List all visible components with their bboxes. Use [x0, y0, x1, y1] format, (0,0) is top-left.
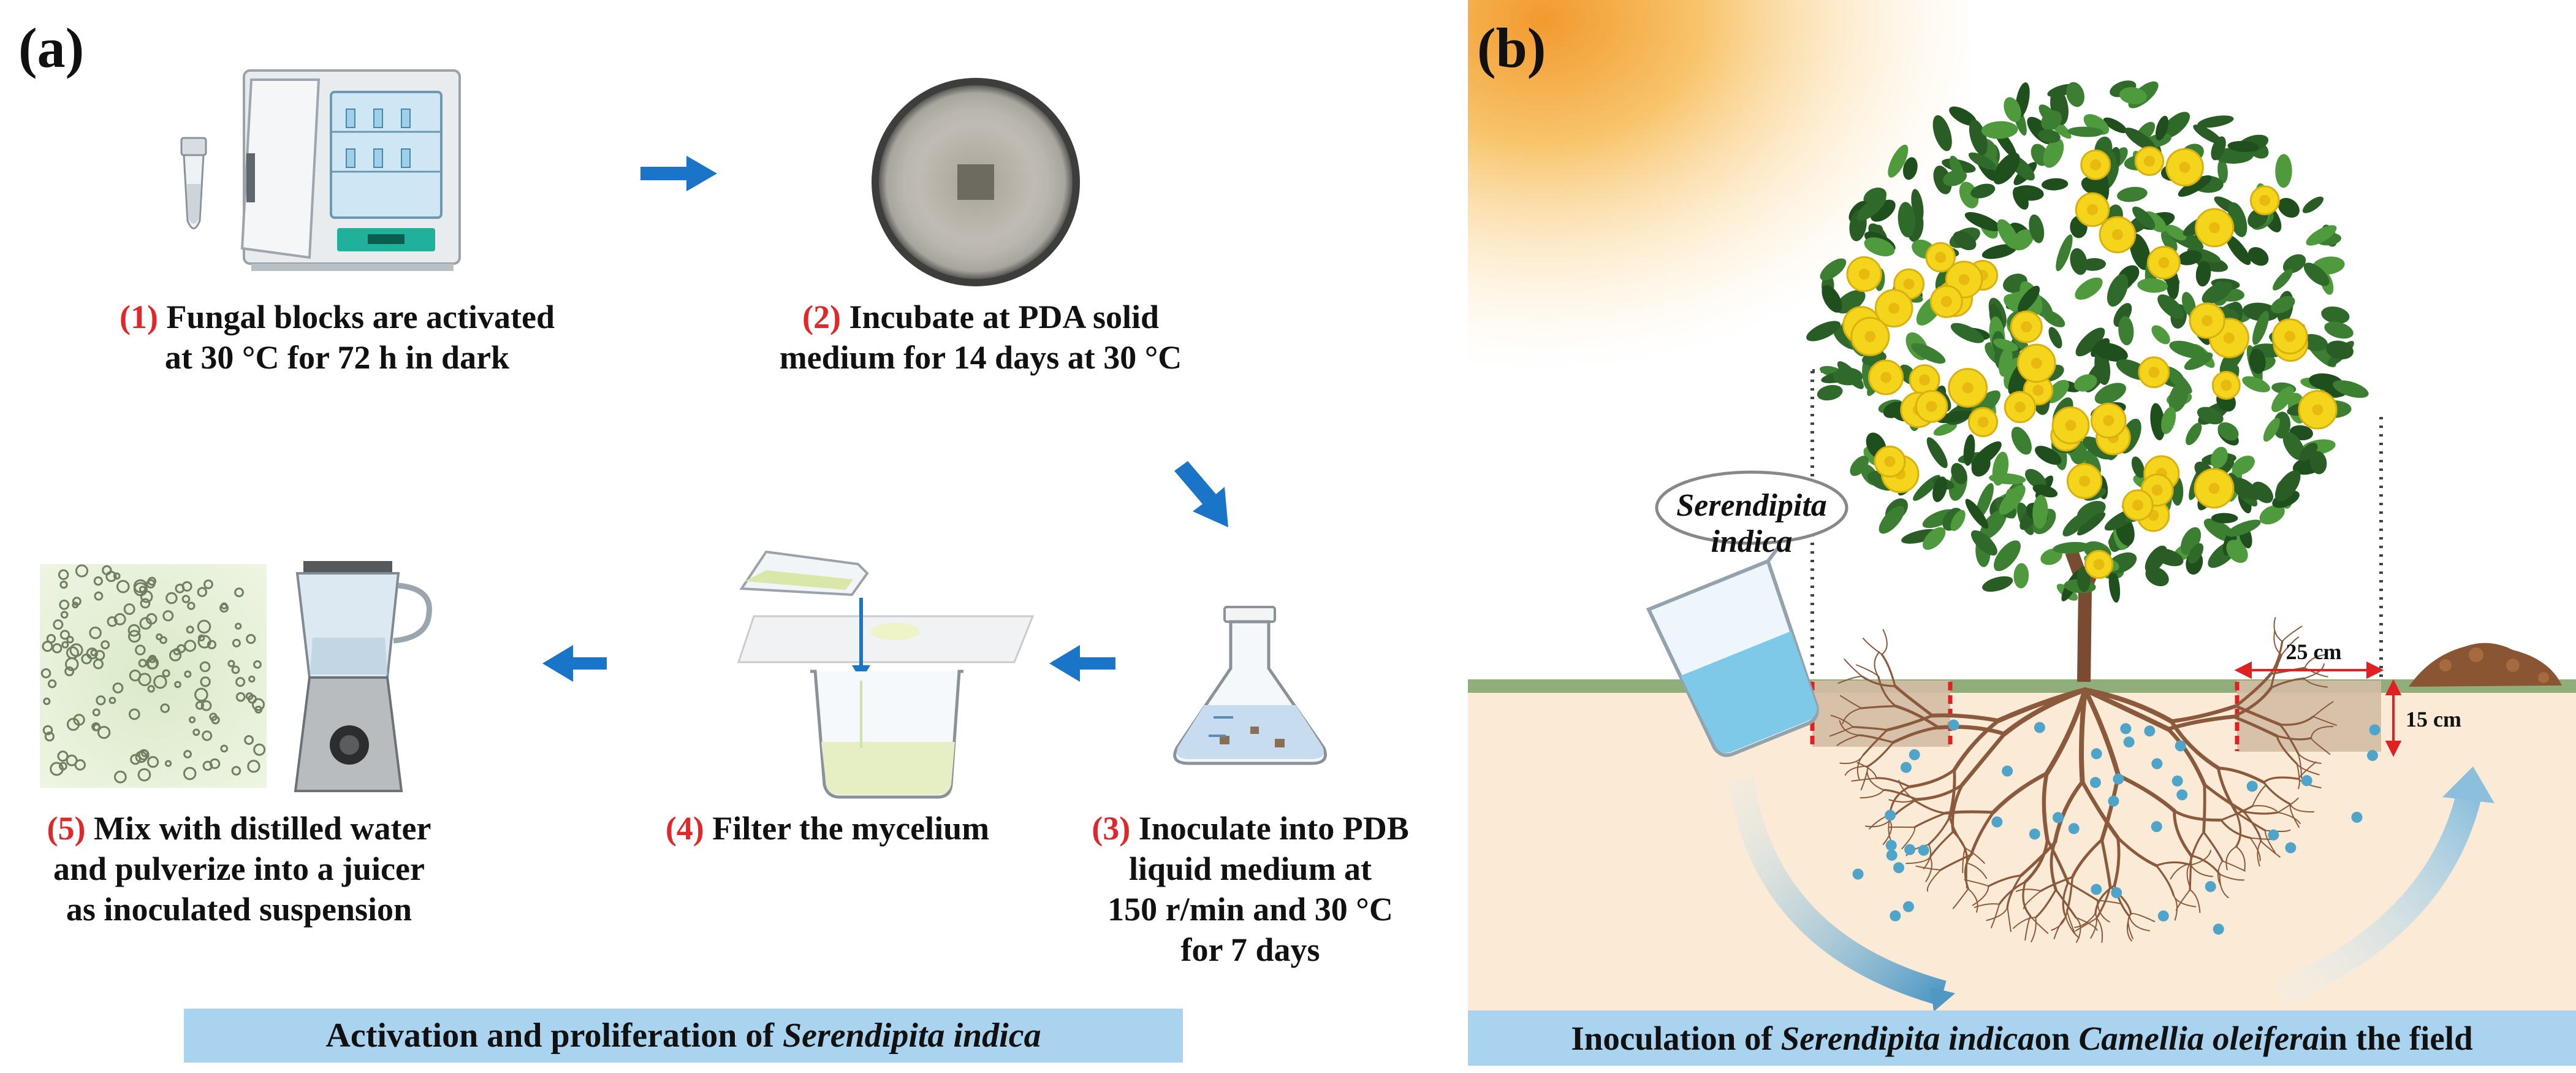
panel-b-label: (b): [1477, 17, 1546, 79]
step-1-caption: (1) Fungal blocks are activated at 30 °C…: [120, 299, 555, 376]
step-4-caption: (4) Filter the mycelium: [665, 810, 990, 847]
organism-bubble-label: Serendipita indica: [1676, 488, 1827, 559]
beaker-icon: [1646, 546, 1819, 757]
distance-horizontal-label: 25 cm: [2285, 640, 2342, 664]
step-3-caption: (3) Inoculate into PDB liquid medium at …: [1092, 810, 1409, 968]
measure-horizontal: [2234, 661, 2384, 679]
panel-a-label: (a): [18, 17, 85, 79]
distance-vertical-label: 15 cm: [2406, 707, 2461, 731]
tube-icon: [180, 137, 207, 229]
arrow-icon: [542, 156, 1228, 682]
micrograph-icon: [40, 564, 267, 788]
organism-bubble: [1655, 470, 1848, 545]
step-2-caption: (2) Incubate at PDA solid medium for 14 …: [779, 299, 1182, 376]
inoculant-beads: [1852, 719, 2380, 935]
petri-dish-icon: [872, 78, 1080, 286]
filter-paper-icon: [737, 550, 1035, 681]
panel-b-footer: Inoculation of Serendipita indica on Cam…: [1468, 1010, 2576, 1066]
flow-arrow-right: [2274, 788, 2483, 1006]
canopy-guide: [1810, 369, 2383, 678]
blender-icon: [294, 561, 432, 792]
beaker-icon: [810, 670, 963, 799]
measure-vertical: [2385, 679, 2402, 757]
incubator-icon: [240, 69, 461, 271]
flow-arrow-left: [1728, 776, 1947, 1006]
tree-icon: [1806, 80, 2369, 603]
flask-icon: [1173, 606, 1327, 765]
step-5-caption: (5) Mix with distilled water and pulveri…: [47, 810, 431, 928]
panel-a-footer: Activation and proliferation of Serendip…: [184, 1009, 1183, 1063]
roots: [1829, 617, 2337, 943]
soil-pile-icon: [2409, 643, 2562, 687]
